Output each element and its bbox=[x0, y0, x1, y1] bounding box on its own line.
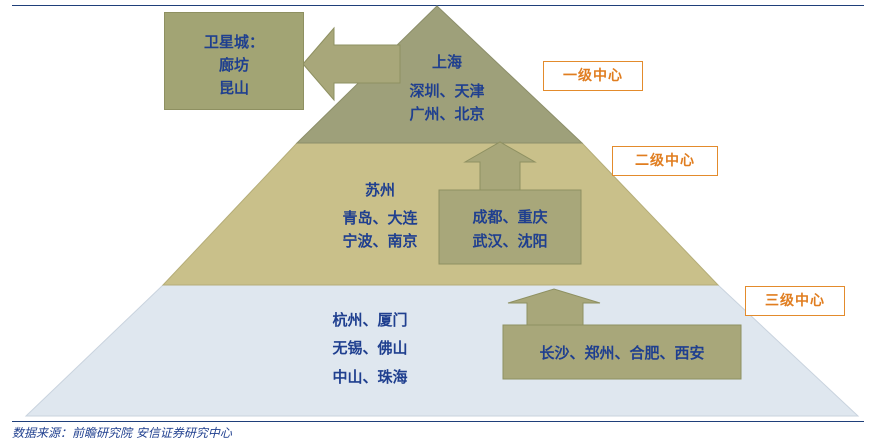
satellite-city-1: 廊坊 bbox=[218, 56, 249, 74]
tier1-label: 一级中心 bbox=[543, 61, 643, 91]
up-arrow-tier3 bbox=[507, 288, 601, 326]
tier1-city-line-2: 深圳、天津 bbox=[409, 82, 485, 100]
bottom-rule bbox=[12, 421, 864, 422]
tier3-city-line-2: 无锡、佛山 bbox=[332, 339, 408, 357]
tier2-label: 二级中心 bbox=[612, 146, 718, 176]
tier2-box-line-1: 成都、重庆 bbox=[472, 208, 548, 226]
tier3-city-line-1: 杭州、厦门 bbox=[332, 311, 408, 329]
tier3-box-text: 长沙、郑州、合肥、西安 bbox=[539, 344, 705, 362]
left-arrow bbox=[302, 26, 401, 102]
satellite-box: 卫星城： 廊坊 昆山 bbox=[164, 12, 304, 110]
tier2-box-line-2: 武汉、沈阳 bbox=[472, 232, 548, 250]
tier2-box bbox=[438, 189, 582, 265]
tier3-label: 三级中心 bbox=[745, 286, 845, 316]
top-rule bbox=[12, 5, 864, 6]
satellite-city-2: 昆山 bbox=[218, 79, 249, 97]
source-note: 数据来源：前瞻研究院 安信证券研究中心 bbox=[12, 426, 232, 440]
up-arrow-tier2 bbox=[463, 141, 537, 191]
tier3-city-line-3: 中山、珠海 bbox=[332, 368, 408, 386]
tier2-city-line-1: 苏州 bbox=[364, 181, 396, 199]
tier2-city-line-2: 青岛、大连 bbox=[342, 209, 418, 227]
tier1-city-line-3: 广州、北京 bbox=[409, 105, 485, 123]
tier1-city-line-1: 上海 bbox=[431, 53, 463, 71]
tier2-city-line-3: 宁波、南京 bbox=[342, 232, 418, 250]
tier3-box bbox=[502, 324, 742, 380]
satellite-title: 卫星城： bbox=[203, 33, 264, 51]
